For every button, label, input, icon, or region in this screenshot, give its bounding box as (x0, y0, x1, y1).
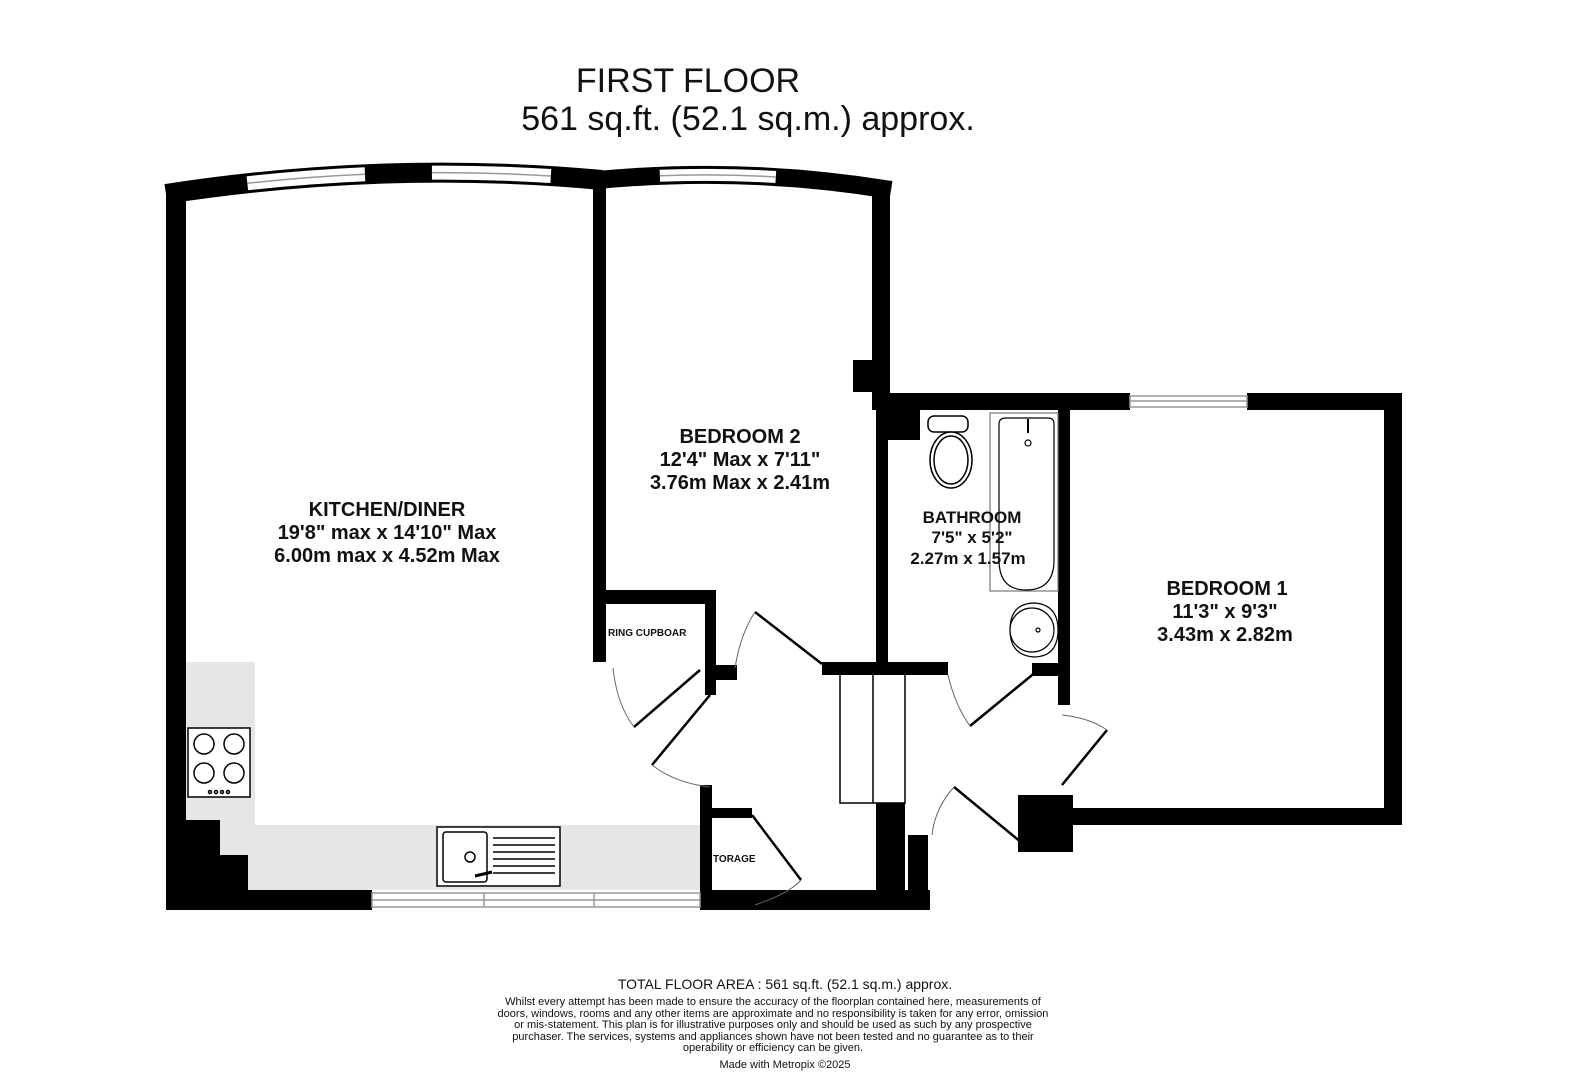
room-size-imperial: 19'8" max x 14'10" Max (278, 522, 497, 544)
room-name: BEDROOM 1 (1166, 578, 1287, 600)
bathroom-label: BATHROOM 7'5" x 5'2" 2.27m x 1.57m (910, 508, 1025, 568)
room-name: KITCHEN/DINER (309, 499, 466, 521)
storage-label: TORAGE (713, 854, 756, 865)
room-size-metric: 3.76m Max x 2.41m (650, 472, 830, 494)
disclaimer: Whilst every attempt has been made to en… (497, 996, 1049, 1055)
room-size-metric: 2.27m x 1.57m (910, 549, 1025, 568)
bathtub (989, 412, 1059, 592)
stairs (839, 671, 906, 804)
kitchen-label: KITCHEN/DINER 19'8" max x 14'10" Max 6.0… (274, 499, 500, 567)
room-size-imperial: 7'5" x 5'2" (932, 528, 1013, 547)
hob (187, 727, 251, 798)
room-size-metric: 3.43m x 2.82m (1157, 624, 1293, 646)
bedroom2-label: BEDROOM 2 12'4" Max x 7'11" 3.76m Max x … (650, 426, 830, 494)
windows (371, 395, 1248, 908)
basin (1009, 602, 1059, 658)
room-size-metric: 6.00m max x 4.52m Max (274, 545, 500, 567)
floor-title: FIRST FLOOR (575, 62, 801, 100)
bedroom2-window-glass (597, 174, 892, 191)
room-size-imperial: 12'4" Max x 7'11" (660, 449, 821, 471)
cupboard-label: RING CUPBOAR (608, 628, 687, 639)
bedroom1-label: BEDROOM 1 11'3" x 9'3" 3.43m x 2.82m (1157, 578, 1293, 646)
kitchen-sink (436, 826, 561, 887)
made-with-credit: Made with Metropix ©2025 (719, 1059, 851, 1071)
room-name: BATHROOM (923, 508, 1022, 527)
kitchen-window-glass (165, 171, 603, 195)
total-floor-area: TOTAL FLOOR AREA : 561 sq.ft. (52.1 sq.m… (617, 976, 953, 992)
room-name: BEDROOM 2 (679, 426, 800, 448)
toilet (927, 415, 973, 489)
doors (612, 611, 1108, 906)
floor-area: 561 sq.ft. (52.1 sq.m.) approx. (521, 100, 975, 138)
walls (166, 180, 1402, 910)
room-size-imperial: 11'3" x 9'3" (1172, 601, 1277, 623)
